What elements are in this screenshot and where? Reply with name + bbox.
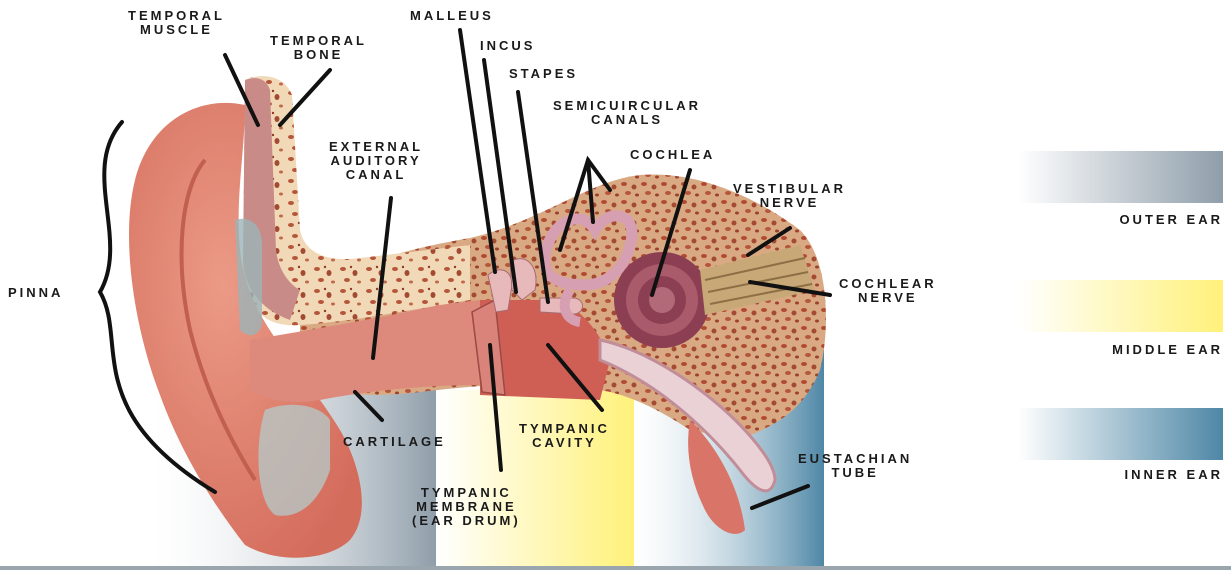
legend-swatch-inner-ear	[1018, 408, 1223, 460]
legend-swatch-middle-ear	[1018, 280, 1223, 332]
label-temporal-bone: TEMPORAL BONE	[270, 34, 367, 62]
label-stapes: STAPES	[509, 67, 578, 81]
label-cochlea: COCHLEA	[630, 148, 715, 162]
label-tympanic-membrane: TYMPANIC MEMBRANE (EAR DRUM)	[412, 486, 521, 528]
label-malleus: MALLEUS	[410, 9, 494, 23]
legend-label-inner-ear: INNER EAR	[1124, 467, 1223, 482]
label-pinna: PINNA	[8, 286, 63, 300]
legend-swatch-outer-ear	[1018, 151, 1223, 203]
label-incus: INCUS	[480, 39, 535, 53]
bottom-divider	[0, 566, 1231, 570]
label-temporal-muscle: TEMPORAL MUSCLE	[128, 9, 225, 37]
label-cartilage: CARTILAGE	[343, 435, 446, 449]
legend-label-outer-ear: OUTER EAR	[1119, 212, 1223, 227]
label-external-auditory-canal: EXTERNAL AUDITORY CANAL	[329, 140, 423, 182]
label-semicircular-canals: SEMICUIRCULAR CANALS	[553, 99, 701, 127]
label-eustachian-tube: EUSTACHIAN TUBE	[798, 452, 912, 480]
label-tympanic-cavity: TYMPANIC CAVITY	[519, 422, 610, 450]
leader-malleus	[460, 30, 495, 272]
label-vestibular-nerve: VESTIBULAR NERVE	[733, 182, 846, 210]
middle-ear-region	[436, 390, 634, 566]
legend-label-middle-ear: MIDDLE EAR	[1112, 342, 1223, 357]
label-cochlear-nerve: COCHLEAR NERVE	[839, 277, 937, 305]
